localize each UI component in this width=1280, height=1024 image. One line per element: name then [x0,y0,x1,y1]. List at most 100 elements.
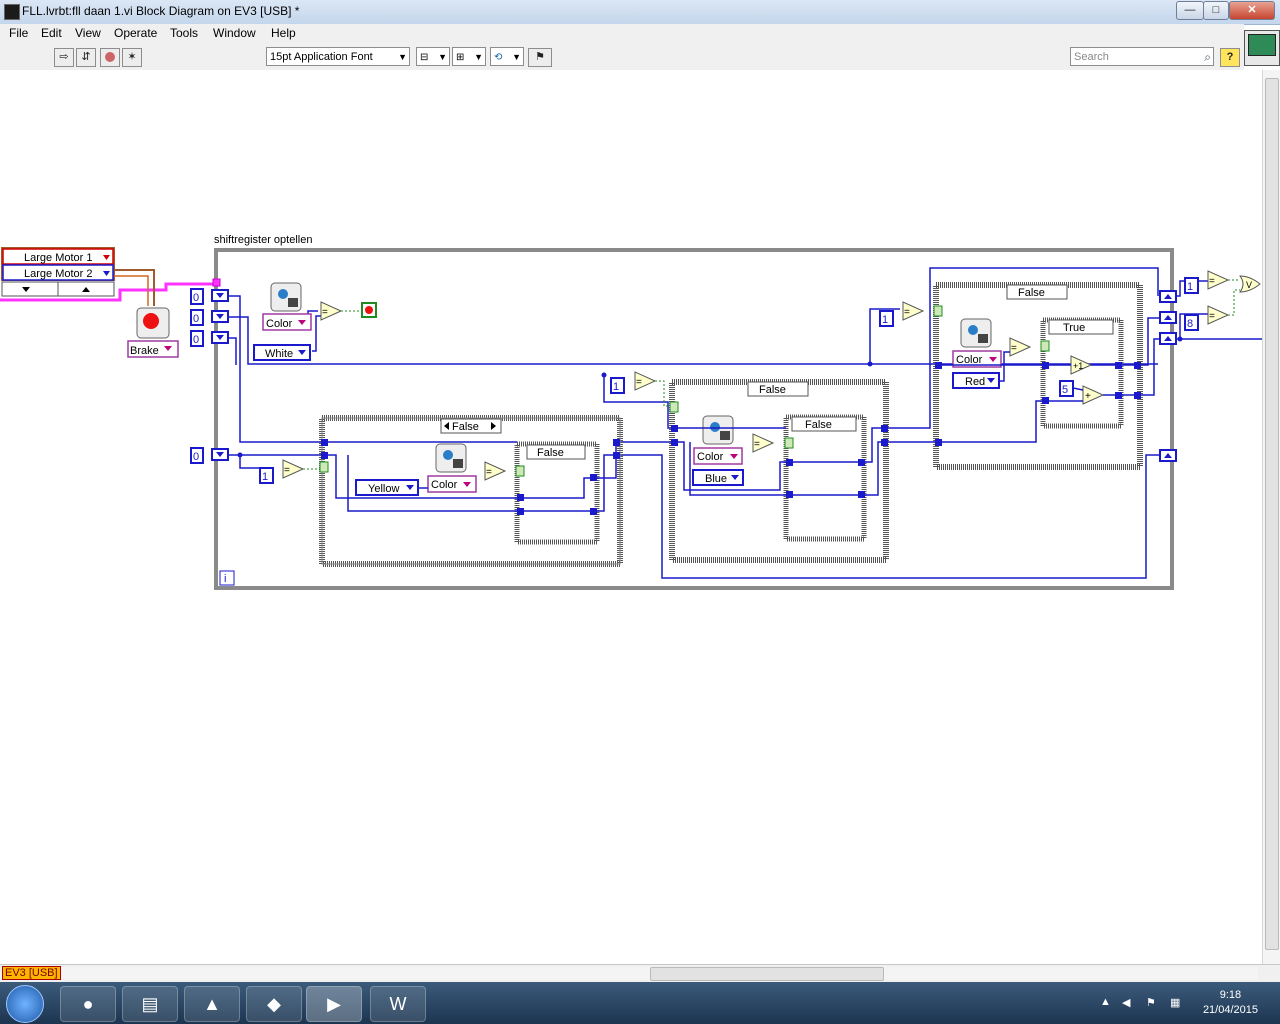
minimize-button[interactable]: — [1176,1,1204,20]
flag-icon[interactable]: ⚑ [1146,997,1156,1009]
color-label-3: Color [697,451,724,463]
stop-condition[interactable] [361,302,377,318]
word-icon[interactable]: W [370,986,426,1022]
brake-icon [143,313,159,329]
clock-date: 21/04/2015 [1202,1004,1258,1016]
svg-text:=: = [1209,311,1215,322]
brake-label: Brake [130,345,159,357]
search-icon: ⌕ [1204,50,1211,64]
inner-case-red[interactable] [1040,317,1124,429]
tray-arrow-icon[interactable]: ▲ [1100,996,1111,1008]
equals-node-1[interactable]: = [320,301,343,321]
close-button[interactable]: ✕ [1229,1,1275,20]
horizontal-scrollbar[interactable] [62,967,1258,981]
clock-time: 9:18 [1219,989,1242,1001]
chevron-down-icon: ▼ [398,52,407,62]
menu-tools[interactable]: Tools [170,26,199,40]
vlc-icon[interactable]: ▲ [184,986,240,1022]
font-label: 15pt Application Font [270,51,373,63]
toolbar: ⇨ ⇵ ✶ 15pt Application Font ▼ ⊟▼ ⊞▼ ⟲▼ ⚑… [0,44,1244,71]
network-icon[interactable]: ▦ [1170,997,1181,1009]
abort-icon[interactable] [100,48,120,67]
case-selector-3[interactable]: False [1006,284,1068,300]
case-selector-1[interactable]: False [440,418,502,434]
inner-case-blue[interactable] [783,414,867,542]
help-button[interactable]: ? [1220,48,1240,67]
increment-node[interactable]: +1 [1070,355,1093,375]
firefox-icon[interactable]: ● [60,986,116,1022]
color-red-label: Red [965,376,985,388]
const-zero-4: 0 [193,451,199,463]
equals-node-4[interactable]: = [634,371,657,391]
cleanup-diagram-icon[interactable]: ⚑ [528,48,552,67]
vi-connector-icon[interactable] [1244,30,1280,66]
color-sensor-icon [710,422,720,432]
add-node[interactable]: + [1082,385,1105,405]
align-objects-button[interactable]: ⊟▼ [416,47,450,66]
equals-node-9[interactable]: = [1207,305,1230,325]
color-sensor-blue[interactable]: Color Blue [692,415,744,486]
labview-task-icon[interactable]: ▶ [306,986,362,1022]
menu-help[interactable]: Help [271,26,296,40]
volume-icon[interactable]: ◀ [1122,997,1131,1009]
run-arrow-icon[interactable]: ⇨ [54,48,74,67]
color-sensor-icon [278,289,288,299]
font-selector[interactable]: 15pt Application Font ▼ [266,47,410,66]
equals-node-7[interactable]: = [1009,337,1032,357]
case-selector-2[interactable]: False [747,381,809,397]
motor-selector[interactable]: Large Motor 1 Large Motor 2 [1,247,115,297]
equals-node-3[interactable]: = [484,461,507,481]
color-sensor-yellow[interactable]: Color Yellow [355,443,477,496]
motor-2-label: Large Motor 2 [24,268,92,280]
color-label-1: Color [266,318,293,330]
shift-register-constants[interactable]: 0 0 0 0 [190,288,229,464]
inner-case-3-label: True [1063,322,1085,334]
equals-node-8[interactable]: = [1207,270,1230,290]
equals-node-2[interactable]: = [282,459,305,479]
start-button[interactable] [6,985,44,1023]
taskbar: ● ▤ ▲ ◆ ▶ W ▲ ◀ ⚑ ▦ 9:18 21/04/2015 [0,982,1280,1024]
menu-edit[interactable]: Edit [41,26,62,40]
menu-file[interactable]: File [9,26,29,40]
equals-node-5[interactable]: = [752,433,775,453]
explorer-icon[interactable]: ▤ [122,986,178,1022]
arrow-up-icon [82,287,90,292]
svg-text:False: False [1018,287,1045,299]
color-label-2: Color [431,479,458,491]
project-icon[interactable]: ◆ [246,986,302,1022]
brake-block[interactable]: Brake [127,307,179,358]
const-one-2: 1 [613,381,619,393]
block-diagram-canvas[interactable]: Large Motor 1 Large Motor 2 Brake shiftr… [0,70,1262,964]
distribute-objects-button[interactable]: ⊞▼ [452,47,486,66]
color-white-label: White [265,348,293,360]
svg-text:False: False [452,421,479,433]
svg-text:V: V [1246,280,1252,290]
search-input[interactable]: Search ⌕ [1070,47,1214,66]
svg-text:=: = [636,377,642,388]
reorder-button[interactable]: ⟲▼ [490,47,524,66]
or-node[interactable]: V [1239,275,1261,293]
const-zero-3: 0 [193,334,199,346]
color-sensor-white[interactable]: Color White [253,282,312,361]
svg-text:=: = [754,439,760,450]
highlight-execution-icon[interactable]: ✶ [122,48,142,67]
color-sensor-red[interactable]: Color Red [952,318,1002,389]
menu-operate[interactable]: Operate [114,26,158,40]
const-eight: 8 [1187,318,1193,330]
svg-text:+1: +1 [1073,361,1083,371]
while-loop[interactable] [214,248,1174,590]
const-one-3: 1 [882,314,888,326]
run-continuously-icon[interactable]: ⇵ [76,48,96,67]
menu-view[interactable]: View [75,26,101,40]
clock[interactable]: 9:18 21/04/2015 [1203,988,1258,1018]
svg-text:=: = [322,307,328,318]
svg-text:=: = [486,467,492,478]
menu-window[interactable]: Window [213,26,256,40]
const-zero-1: 0 [193,292,199,304]
maximize-button[interactable]: □ [1203,1,1229,20]
title-bar: FLL.lvrbt:fll daan 1.vi Block Diagram on… [0,0,1280,25]
vertical-scrollbar[interactable] [1262,70,1280,964]
inner-case-yellow[interactable] [514,441,600,545]
const-one-4: 1 [1187,281,1193,293]
equals-node-6[interactable]: = [902,301,925,321]
